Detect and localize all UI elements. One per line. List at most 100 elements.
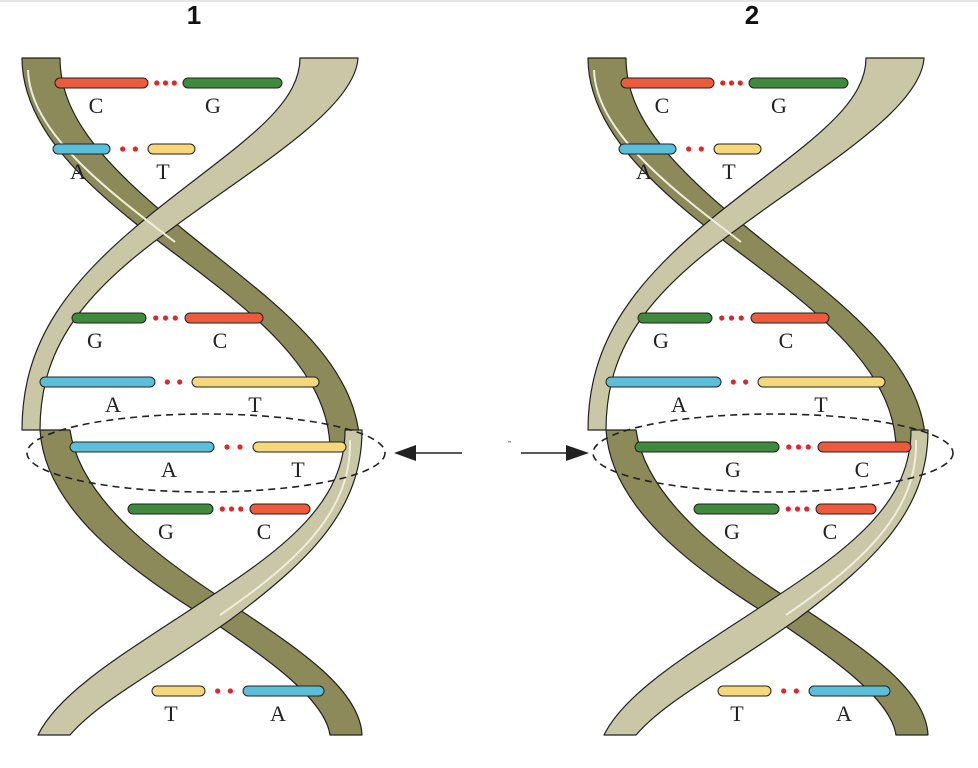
base-label-left: T bbox=[164, 701, 178, 726]
hydrogen-bond-dot bbox=[785, 506, 791, 512]
base-label-left: G bbox=[724, 519, 740, 544]
base-label-right: G bbox=[205, 93, 221, 118]
hydrogen-bond-dot bbox=[153, 315, 159, 321]
hydrogen-bond-dot bbox=[728, 315, 735, 321]
base-label-left: C bbox=[655, 93, 670, 118]
base-bar-C bbox=[184, 312, 264, 324]
arrow-pointing-right bbox=[521, 445, 589, 461]
base-bar-T bbox=[151, 685, 206, 697]
base-bar-T bbox=[717, 685, 772, 697]
hydrogen-bond-dot bbox=[743, 379, 749, 385]
base-bar-G bbox=[637, 312, 713, 324]
hydrogen-bond-dot bbox=[154, 80, 160, 86]
panel-1-label: 1 bbox=[187, 0, 201, 30]
hydrogen-bond-dot bbox=[162, 80, 169, 86]
hydrogen-bond-dot bbox=[728, 80, 735, 86]
base-bar-A bbox=[808, 685, 891, 697]
base-label-left: A bbox=[70, 159, 86, 184]
hydrogen-bond-dot bbox=[172, 315, 178, 321]
base-bar-C bbox=[815, 503, 877, 515]
hydrogen-bond-dot bbox=[698, 146, 704, 152]
base-label-right: T bbox=[156, 159, 170, 184]
base-bar-A bbox=[52, 143, 111, 155]
hydrogen-bond-dot bbox=[171, 80, 177, 86]
base-bar-A bbox=[605, 376, 722, 388]
base-bar-G bbox=[634, 441, 780, 453]
hydrogen-bond-dot bbox=[162, 315, 169, 321]
base-bar-G bbox=[182, 77, 283, 89]
base-bar-C bbox=[620, 77, 715, 89]
base-label-left: C bbox=[89, 93, 104, 118]
hydrogen-bond-dot bbox=[219, 506, 225, 512]
hydrogen-bond-dot bbox=[686, 146, 692, 152]
hydrogen-bond-dot bbox=[720, 80, 726, 86]
highlight-ellipse-panel-2 bbox=[592, 413, 954, 493]
panel-2-label: 2 bbox=[745, 0, 759, 30]
hydrogen-bond-dot bbox=[164, 379, 170, 385]
base-label-right: A bbox=[270, 701, 286, 726]
hydrogen-bond-dot bbox=[738, 315, 744, 321]
base-bar-G bbox=[748, 77, 849, 89]
base-label-left: G bbox=[653, 328, 669, 353]
hydrogen-bond-dot bbox=[237, 444, 243, 450]
base-label-left: A bbox=[105, 392, 121, 417]
base-bar-A bbox=[39, 376, 156, 388]
base-bar-A bbox=[618, 143, 677, 155]
hydrogen-bond-dot bbox=[786, 444, 792, 450]
base-label-right: A bbox=[836, 701, 852, 726]
base-bar-T bbox=[147, 143, 196, 155]
base-label-right: C bbox=[779, 328, 794, 353]
base-bar-G bbox=[127, 503, 214, 515]
hydrogen-bond-dot bbox=[227, 688, 233, 694]
base-bar-T bbox=[713, 143, 762, 155]
hydrogen-bond-dot bbox=[215, 688, 221, 694]
hydrogen-bond-dot bbox=[795, 444, 802, 450]
base-label-left: G bbox=[725, 457, 741, 482]
base-label-right: C bbox=[823, 519, 838, 544]
hydrogen-bond-dot bbox=[177, 379, 183, 385]
base-bar-G bbox=[71, 312, 147, 324]
hydrogen-bond-dot bbox=[804, 506, 810, 512]
base-label-right: G bbox=[771, 93, 787, 118]
base-label-right: C bbox=[213, 328, 228, 353]
base-label-left: A bbox=[161, 457, 177, 482]
base-bar-G bbox=[693, 503, 780, 515]
base-label-left: G bbox=[87, 328, 103, 353]
base-label-right: T bbox=[814, 392, 828, 417]
base-label-right: T bbox=[291, 457, 305, 482]
hydrogen-bond-dot bbox=[238, 506, 244, 512]
base-bar-T bbox=[252, 441, 347, 453]
hydrogen-bond-dot bbox=[730, 379, 736, 385]
hydrogen-bond-dot bbox=[794, 506, 801, 512]
hydrogen-bond-dot bbox=[224, 444, 230, 450]
hydrogen-bond-dot bbox=[781, 688, 787, 694]
hydrogen-bond-dot bbox=[793, 688, 799, 694]
base-bar-C bbox=[817, 441, 912, 453]
base-label-left: G bbox=[158, 519, 174, 544]
hydrogen-bond-dot bbox=[737, 80, 743, 86]
base-label-right: C bbox=[257, 519, 272, 544]
base-label-left: T bbox=[730, 701, 744, 726]
base-bar-T bbox=[191, 376, 320, 388]
base-label-right: T bbox=[248, 392, 262, 417]
hydrogen-bond-dot bbox=[805, 444, 811, 450]
hydrogen-bond-dot bbox=[719, 315, 725, 321]
base-label-right: T bbox=[722, 159, 736, 184]
arrow-pointing-left bbox=[394, 445, 462, 461]
base-label-left: A bbox=[671, 392, 687, 417]
hydrogen-bond-dot bbox=[228, 506, 235, 512]
